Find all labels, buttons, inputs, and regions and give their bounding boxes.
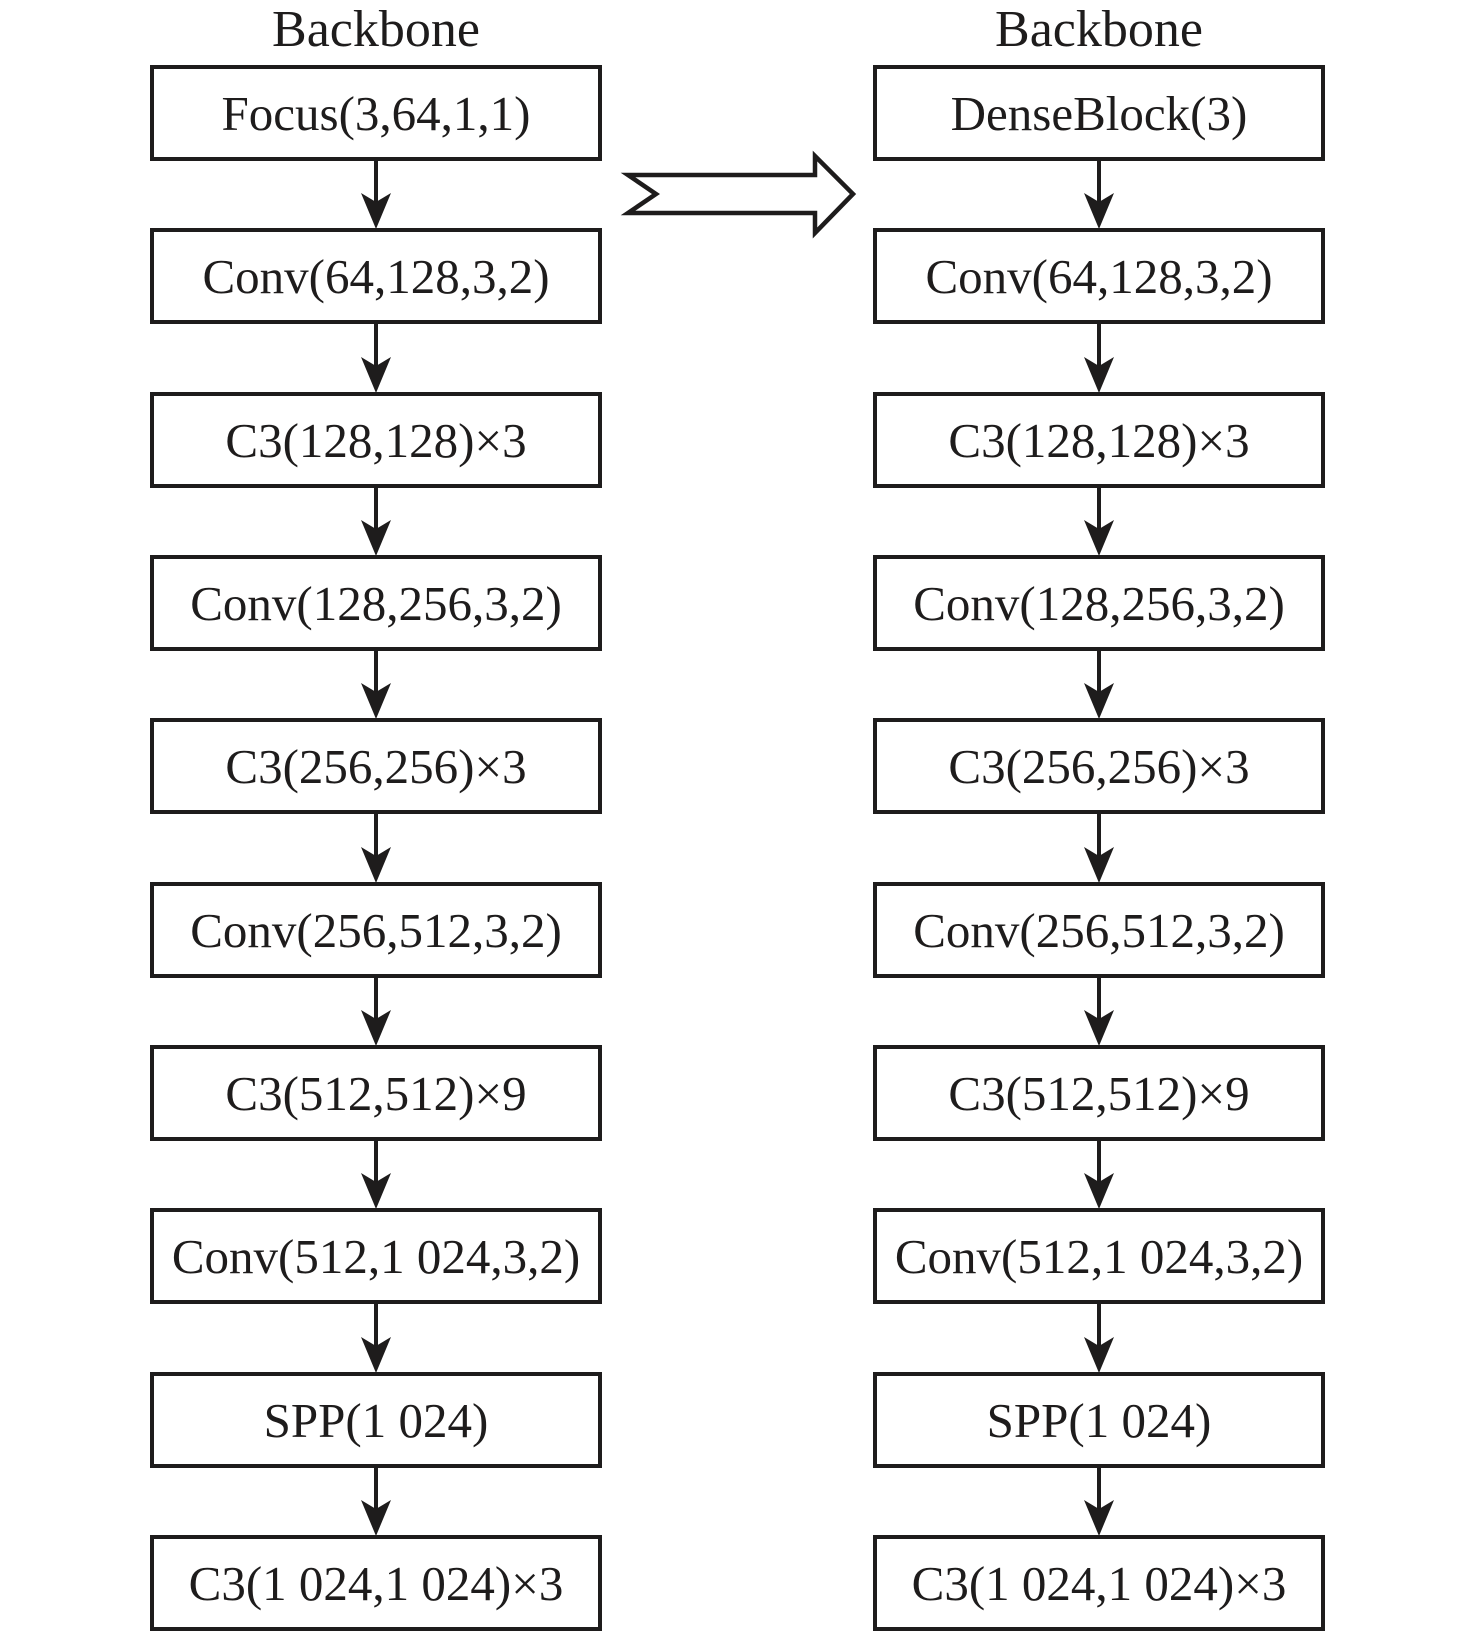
node-conv-128-256: Conv(128,256,3,2): [150, 555, 602, 651]
node-conv-128-256: Conv(128,256,3,2): [873, 555, 1325, 651]
right-column-title: Backbone: [995, 1, 1203, 58]
node-c3-256: C3(256,256)×3: [150, 718, 602, 814]
node-c3-128: C3(128,128)×3: [150, 392, 602, 488]
node-conv-512-1024: Conv(512,1 024,3,2): [150, 1208, 602, 1304]
node-conv-512-1024: Conv(512,1 024,3,2): [873, 1208, 1325, 1304]
node-conv-64-128: Conv(64,128,3,2): [150, 228, 602, 324]
node-c3-128: C3(128,128)×3: [873, 392, 1325, 488]
right-column-flow-arrows: [1084, 159, 1114, 1536]
node-c3-512: C3(512,512)×9: [873, 1045, 1325, 1141]
node-spp: SPP(1 024): [873, 1372, 1325, 1468]
node-c3-256: C3(256,256)×3: [873, 718, 1325, 814]
node-focus: Focus(3,64,1,1): [150, 65, 602, 161]
left-column-title: Backbone: [272, 1, 480, 58]
node-spp: SPP(1 024): [150, 1372, 602, 1468]
node-conv-64-128: Conv(64,128,3,2): [873, 228, 1325, 324]
node-conv-256-512: Conv(256,512,3,2): [873, 882, 1325, 978]
node-conv-256-512: Conv(256,512,3,2): [150, 882, 602, 978]
node-c3-1024: C3(1 024,1 024)×3: [873, 1535, 1325, 1631]
node-c3-1024: C3(1 024,1 024)×3: [150, 1535, 602, 1631]
node-denseblock: DenseBlock(3): [873, 65, 1325, 161]
transform-right-arrow: [620, 150, 857, 239]
node-c3-512: C3(512,512)×9: [150, 1045, 602, 1141]
left-column-flow-arrows: [361, 159, 391, 1536]
